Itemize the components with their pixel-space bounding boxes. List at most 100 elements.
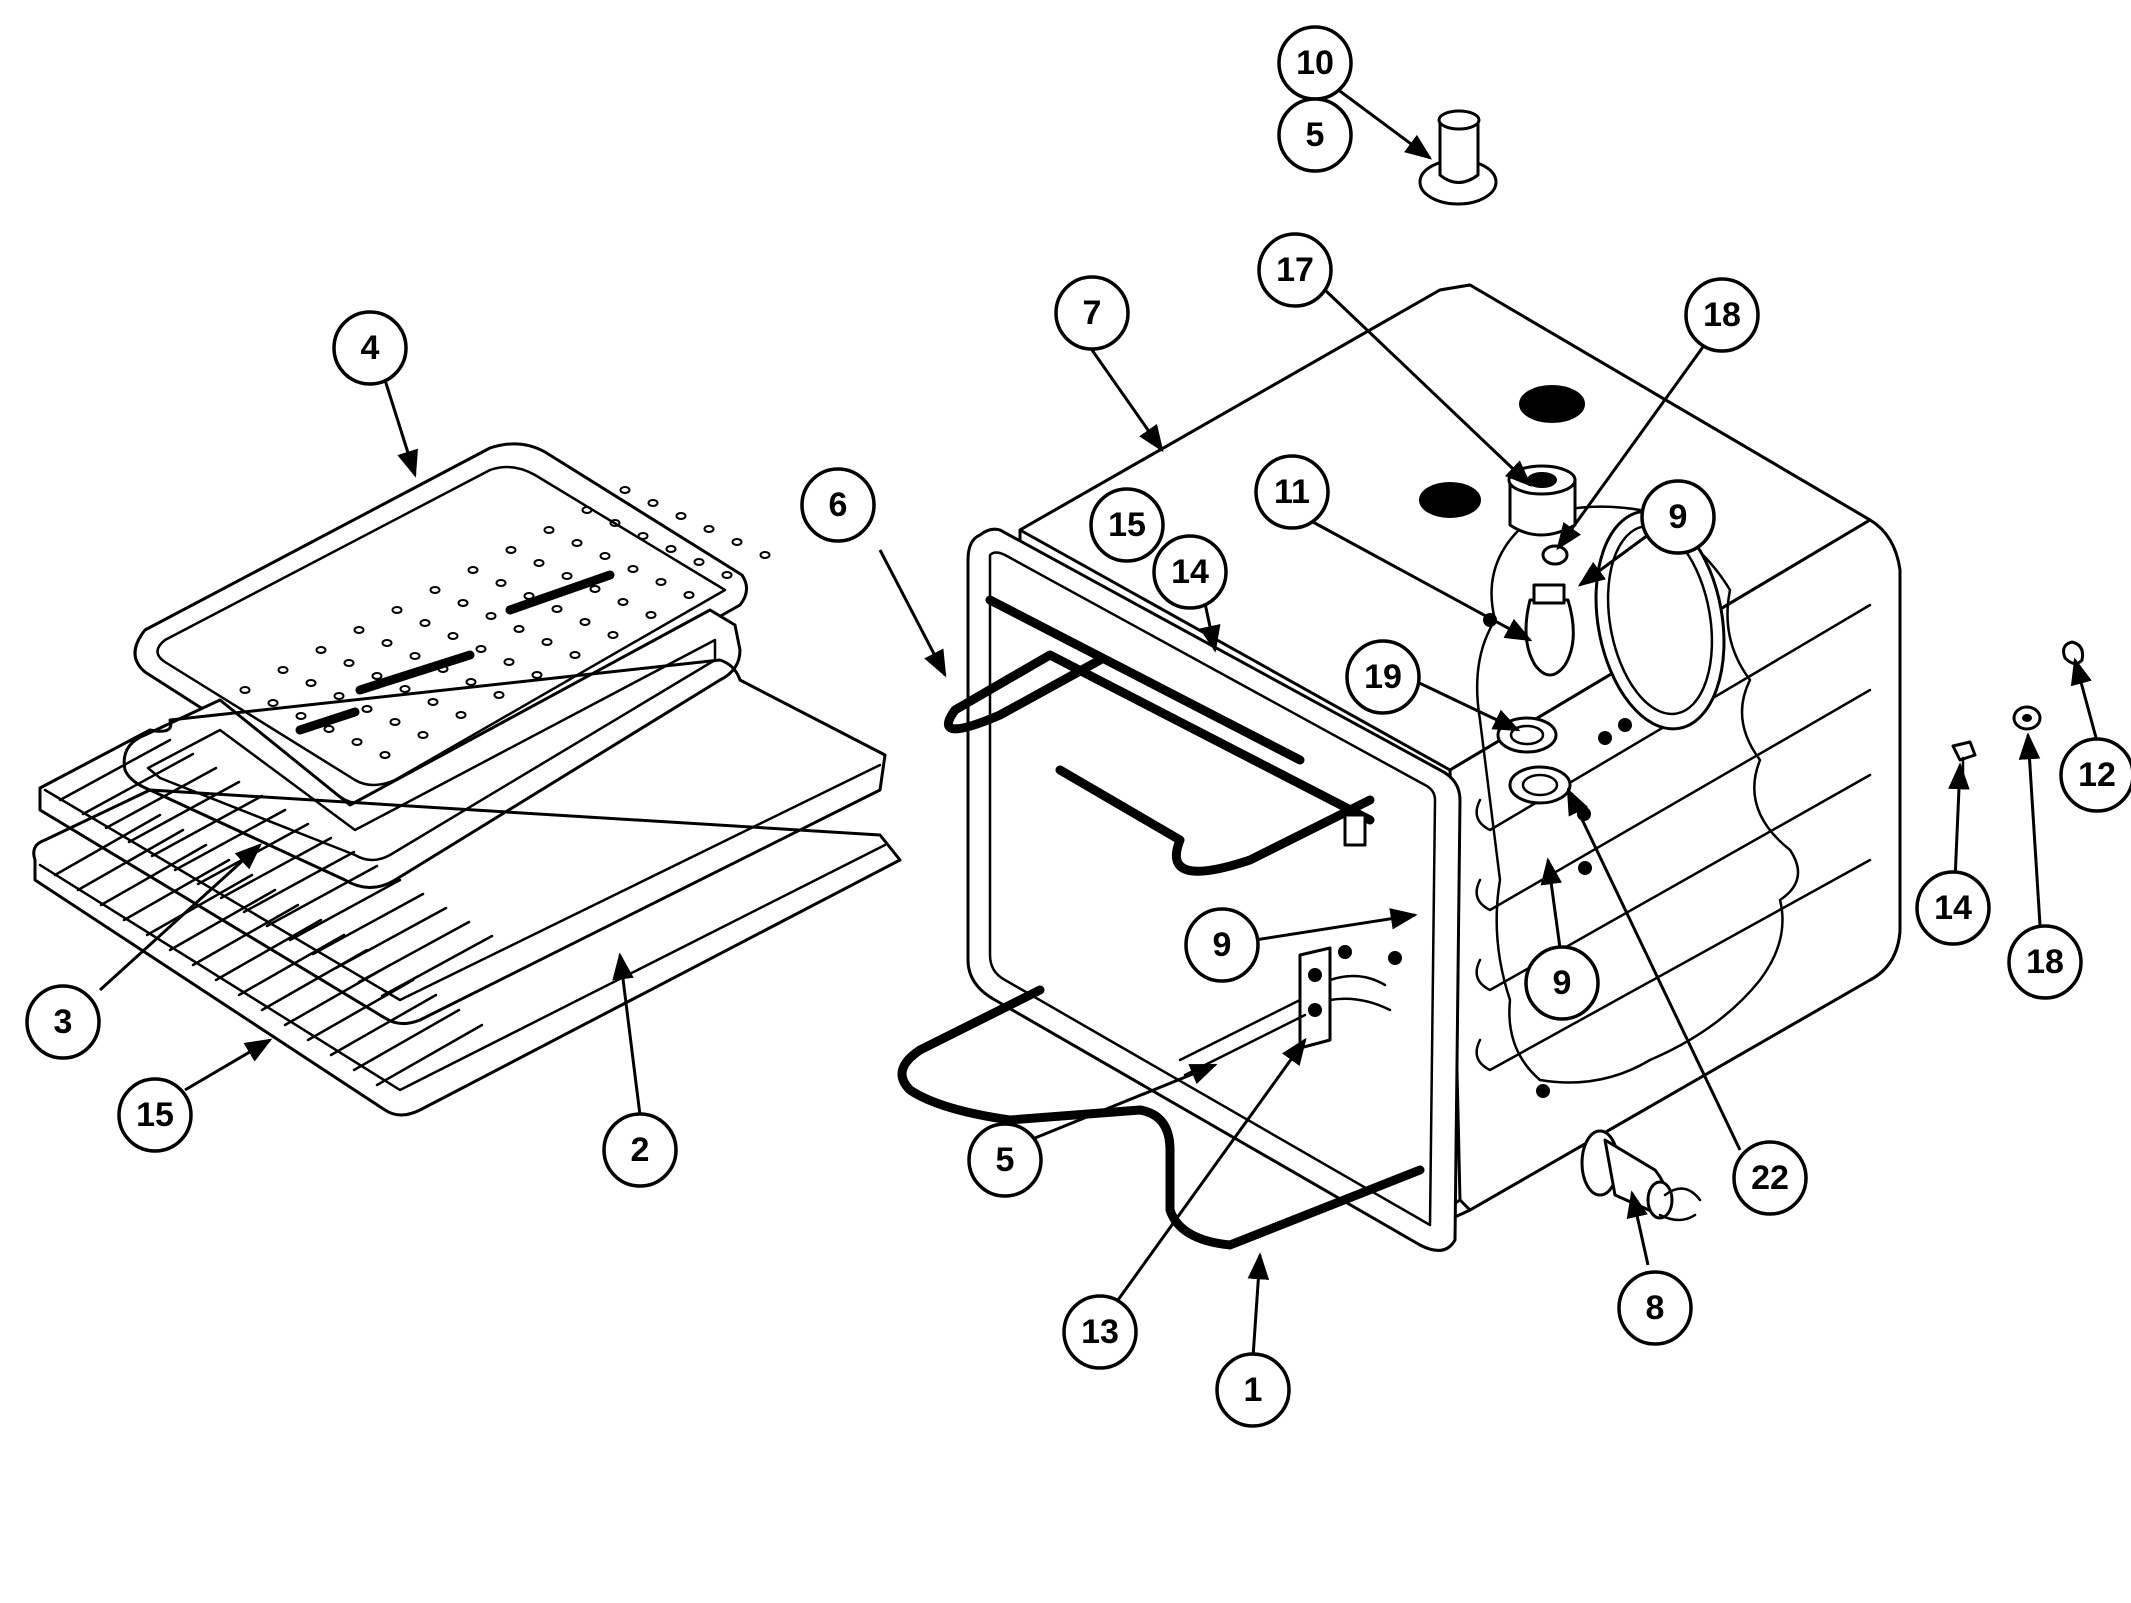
callout-8: 8 (1617, 1270, 1693, 1346)
callout-21: 19 (1345, 639, 1421, 715)
pan-hole (391, 606, 403, 614)
svg-text:14: 14 (1171, 553, 1209, 591)
callout-17: 15 (1089, 487, 1165, 563)
svg-text:11: 11 (1274, 473, 1310, 511)
callout-1: 1 (1215, 1352, 1291, 1428)
pan-hole (315, 646, 327, 654)
callout-9-mid: 9 (1524, 945, 1600, 1021)
rack-bar (265, 864, 379, 928)
rack-bar (127, 780, 241, 844)
pan-hole (599, 552, 611, 560)
pan-hole (531, 671, 543, 679)
oven-rack-lower (32, 788, 902, 1117)
rack-bar (306, 978, 415, 1042)
svg-text:7: 7 (1083, 294, 1102, 332)
pan-hole (371, 672, 383, 680)
pan-hole (513, 625, 525, 633)
callout-16: 14 (1152, 534, 1228, 610)
pan-hole (353, 626, 365, 634)
pan-hole (493, 691, 505, 699)
svg-text:6: 6 (829, 486, 848, 524)
callout-10: 10 (1277, 25, 1353, 101)
pan-hole (389, 718, 401, 726)
callout-18: 18 (2007, 924, 2083, 1000)
broiler-pan-insert (133, 442, 771, 808)
rack-bar (219, 836, 333, 900)
pan-hole (579, 618, 591, 626)
pan-hole (647, 499, 659, 507)
svg-text:18: 18 (2026, 943, 2064, 981)
pan-hole (637, 532, 649, 540)
pan-hole (429, 586, 441, 594)
rack-bar (260, 948, 369, 1012)
rack-bar (375, 1023, 484, 1087)
svg-text:4: 4 (361, 329, 380, 367)
pan-hole (485, 612, 497, 620)
rack-bar (150, 794, 264, 858)
pan-hole (589, 585, 601, 593)
rack-bar (288, 878, 402, 942)
pan-hole (379, 751, 391, 759)
pan-hole (617, 598, 629, 606)
svg-text:2: 2 (631, 1131, 650, 1169)
pan-hole (607, 631, 619, 639)
rack-bar (173, 808, 287, 872)
rack-bar (145, 873, 254, 937)
pan-hole (343, 659, 355, 667)
svg-text:5: 5 (996, 1141, 1015, 1179)
pan-hole (759, 551, 771, 559)
pan-hole (295, 712, 307, 720)
pan-hole (447, 632, 459, 640)
pan-hole (541, 638, 553, 646)
pan-hole (305, 679, 317, 687)
svg-text:9: 9 (1669, 498, 1688, 536)
svg-text:1: 1 (1244, 1371, 1263, 1409)
pan-hole (551, 605, 563, 613)
callout-labels: 10 5 17 18 7 4 6 15 14 11 9 19 12 14 18 … (25, 25, 2131, 1428)
callout-9-left: 9 (1184, 907, 1260, 983)
callout-6: 6 (800, 467, 876, 543)
svg-text:8: 8 (1646, 1289, 1665, 1327)
pan-hole (627, 565, 639, 573)
callout-12: 12 (2059, 737, 2131, 813)
pan-hole (571, 539, 583, 547)
pan-hole (437, 665, 449, 673)
callout-11: 11 (1254, 454, 1330, 530)
svg-text:15: 15 (136, 1096, 174, 1134)
callout-3: 3 (25, 984, 101, 1060)
pan-hole (721, 571, 733, 579)
svg-text:14: 14 (1934, 889, 1972, 927)
callout-9-right: 9 (1640, 479, 1716, 555)
callout-5-bottom: 5 (967, 1122, 1043, 1198)
callout-15: 15 (117, 1077, 193, 1153)
callout-13: 13 (1062, 1294, 1138, 1370)
rack-bar (168, 888, 277, 952)
rack-bar (76, 828, 185, 892)
pan-hole (399, 685, 411, 693)
pan-hole (381, 639, 393, 647)
rack-bar (283, 963, 392, 1027)
pan-hole (581, 506, 593, 514)
rack-bar (214, 918, 323, 982)
pan-hole (693, 558, 705, 566)
pan-hole (323, 725, 335, 733)
pan-hole (505, 546, 517, 554)
svg-text:3: 3 (54, 1003, 73, 1041)
pan-hole (457, 599, 469, 607)
pan-hole (703, 525, 715, 533)
rack-bar (191, 903, 300, 967)
broil-element (944, 595, 1375, 876)
pan-hole (495, 579, 507, 587)
pan-hole (455, 711, 467, 719)
broiler-pan (122, 608, 742, 889)
pan-hole (465, 678, 477, 686)
oven-front-frame (966, 527, 1462, 1252)
pan-hole (333, 692, 345, 700)
pan-hole (267, 699, 279, 707)
pan-hole (523, 592, 535, 600)
svg-text:5: 5 (1306, 116, 1325, 154)
broiler-pan-holes (239, 486, 771, 759)
pan-hole (417, 731, 429, 739)
rack-bar (242, 850, 356, 914)
pan-hole (655, 578, 667, 586)
